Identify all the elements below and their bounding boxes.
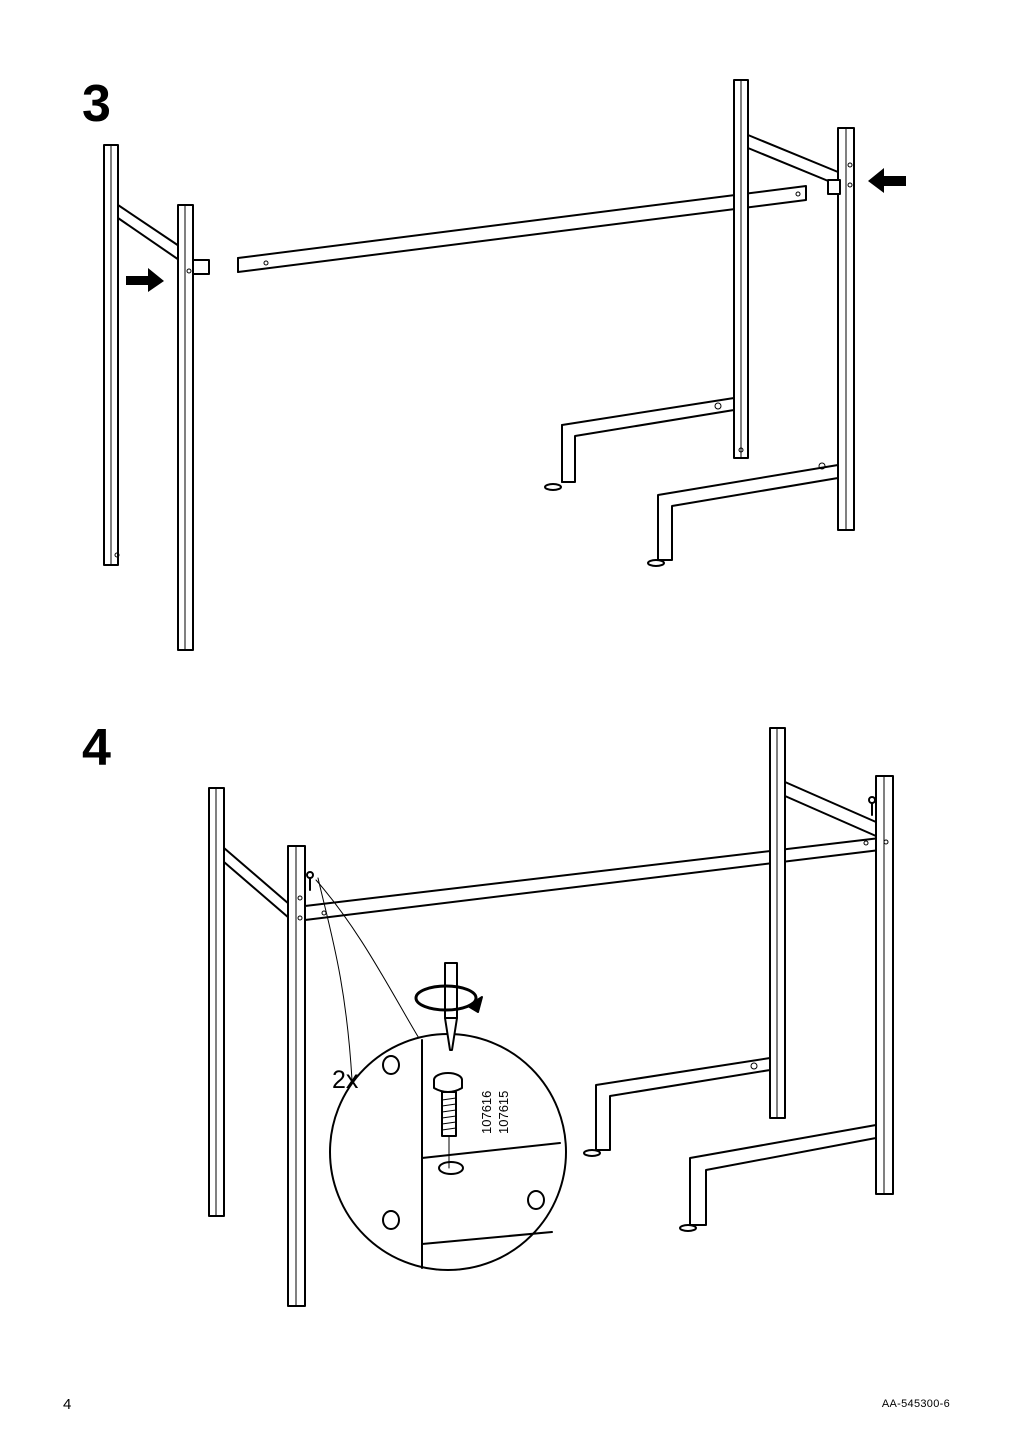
page-number: 4 xyxy=(63,1396,72,1413)
screw-icon xyxy=(868,796,876,816)
right-back-foot xyxy=(583,1057,771,1157)
part-number-1: 107616 xyxy=(479,1091,494,1134)
step-3-frame xyxy=(103,79,906,651)
left-back-leg xyxy=(208,787,225,1217)
right-back-foot xyxy=(544,397,735,491)
arrow-left-icon xyxy=(868,168,906,193)
quantity-label: 2x xyxy=(332,1066,359,1094)
bolt-icon xyxy=(433,1072,463,1169)
detail-magnifier xyxy=(329,1033,567,1271)
left-front-leg xyxy=(177,204,194,651)
right-front-foot xyxy=(679,1124,877,1232)
step-4-number: 4 xyxy=(82,719,111,777)
screw-icon xyxy=(306,871,314,891)
right-front-foot xyxy=(647,462,839,567)
cross-bar xyxy=(237,185,807,273)
left-front-leg xyxy=(287,845,306,1307)
right-front-leg xyxy=(837,127,855,531)
screwdriver-icon xyxy=(414,962,483,1051)
left-back-leg xyxy=(103,144,120,566)
step-4-frame: 2x 107616 107615 xyxy=(208,727,894,1307)
part-number-2: 107615 xyxy=(496,1091,511,1134)
cross-bar xyxy=(304,837,881,921)
arrow-right-icon xyxy=(126,268,164,292)
right-back-leg xyxy=(769,727,786,1119)
document-code: AA-545300-6 xyxy=(881,1398,950,1410)
right-back-leg xyxy=(733,79,749,459)
right-front-leg xyxy=(875,775,894,1195)
step-3-number: 3 xyxy=(82,75,111,133)
